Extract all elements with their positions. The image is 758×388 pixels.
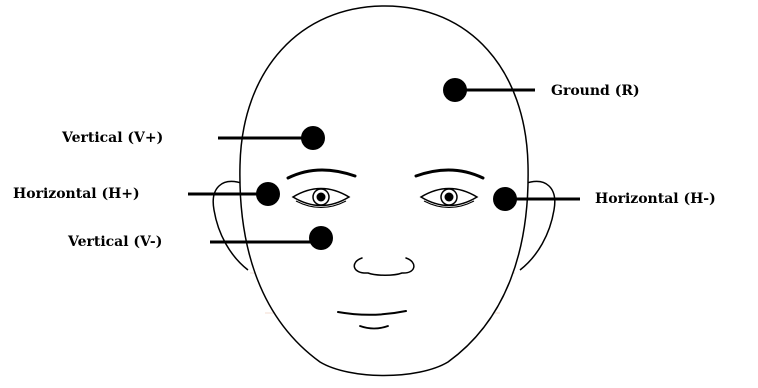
horizontal-plus-electrode (256, 182, 280, 206)
ground-label: Ground (R) (551, 83, 640, 99)
vertical-minus-label: Vertical (V-) (67, 234, 162, 250)
head-outline (240, 6, 528, 376)
horizontal-minus-electrode (493, 187, 517, 211)
ground-electrode (443, 78, 467, 102)
vertical-plus-label: Vertical (V+) (61, 130, 163, 146)
horizontal-minus-label: Horizontal (H-) (595, 191, 716, 207)
vertical-minus-electrode (309, 226, 333, 250)
vertical-plus-electrode (301, 126, 325, 150)
horizontal-plus-label: Horizontal (H+) (13, 186, 140, 202)
